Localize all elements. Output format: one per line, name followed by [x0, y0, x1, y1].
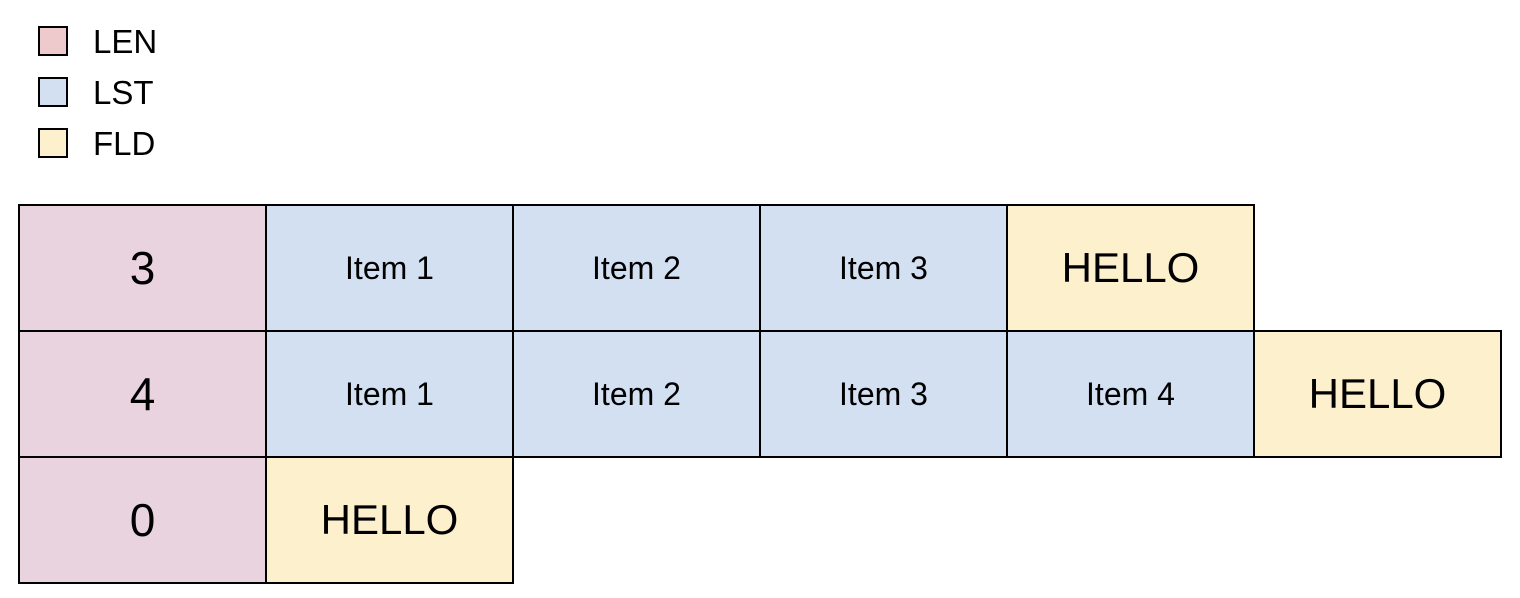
cell-len: 3 [18, 204, 267, 332]
cell-lst: Item 1 [265, 204, 514, 332]
cell-lst: Item 2 [512, 330, 761, 458]
legend: LEN LST FLD [38, 22, 158, 162]
legend-item-fld: FLD [38, 124, 157, 162]
legend-label-fld: FLD [93, 124, 156, 162]
cell-fld: HELLO [265, 456, 514, 584]
legend-item-len: LEN [38, 22, 158, 60]
cell-len: 0 [18, 456, 267, 584]
cell-lst: Item 1 [265, 330, 514, 458]
cell-fld: HELLO [1006, 204, 1255, 332]
legend-label-len: LEN [93, 22, 158, 60]
cell-lst: Item 3 [759, 204, 1008, 332]
fld-swatch-icon [38, 128, 68, 158]
legend-item-lst: LST [38, 73, 157, 111]
cell-fld: HELLO [1253, 330, 1502, 458]
cell-len: 4 [18, 330, 267, 458]
legend-label-lst: LST [93, 73, 154, 111]
lst-swatch-icon [38, 77, 68, 107]
len-swatch-icon [38, 26, 68, 56]
cell-lst: Item 3 [759, 330, 1008, 458]
cell-lst: Item 2 [512, 204, 761, 332]
cell-lst: Item 4 [1006, 330, 1255, 458]
